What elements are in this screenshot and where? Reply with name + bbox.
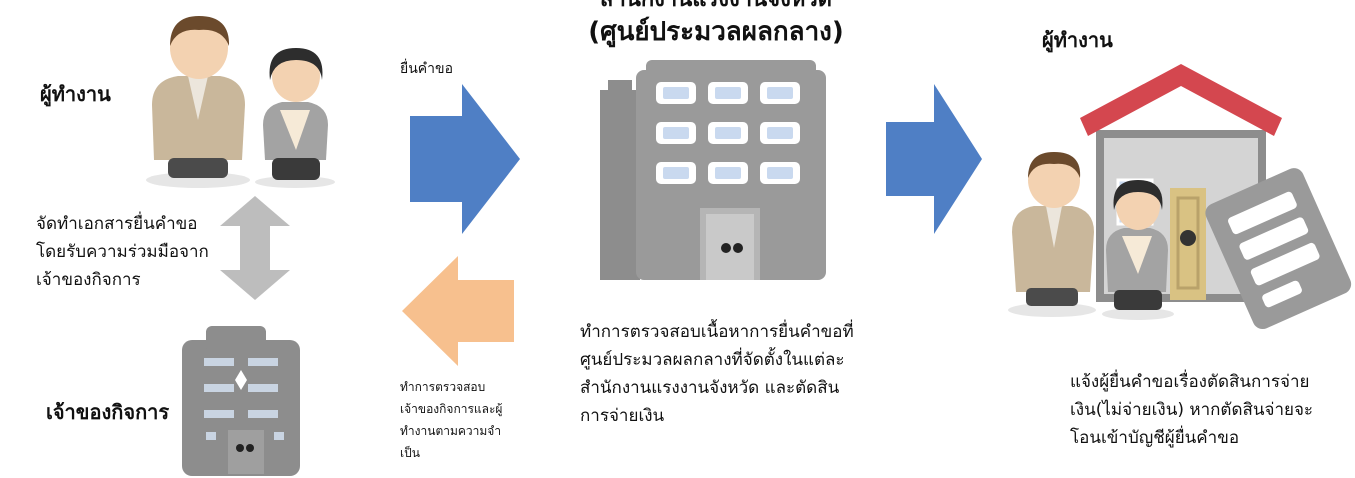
submit-label: ยื่นคำขอ — [400, 61, 453, 77]
inspect-arrow-icon — [402, 256, 514, 366]
submit-arrow-icon — [410, 84, 520, 234]
notify-arrow-icon — [886, 84, 982, 234]
office-title: สำนักงานแรงงานจังหวัด (ศูนย์ประมวลผลกลาง… — [588, 0, 844, 47]
right-worker-label: ผู้ทำงาน — [1042, 28, 1113, 52]
office-process-text: ทำการตรวจสอบเนื้อหาการยื่นคำขอที่ ศูนย์ป… — [580, 322, 854, 426]
double-arrow-icon — [220, 196, 290, 300]
owner-building-illustration — [176, 318, 306, 478]
owner-label: เจ้าของกิจการ — [46, 400, 170, 424]
worker-pair-illustration — [130, 10, 360, 190]
office-building-illustration — [596, 60, 836, 290]
house-document-illustration — [1000, 60, 1352, 330]
prepare-documents-text: จัดทำเอกสารยื่นคำขอ โดยรับความร่วมมือจาก… — [36, 214, 209, 290]
notify-text: แจ้งผู้ยื่นคำขอเรื่องตัดสินการจ่าย เงิน(… — [1070, 372, 1314, 448]
left-worker-label: ผู้ทำงาน — [40, 82, 111, 106]
inspect-text: ทำการตรวจสอบ เจ้าของกิจการและผู้ ทำงานตา… — [400, 380, 503, 460]
